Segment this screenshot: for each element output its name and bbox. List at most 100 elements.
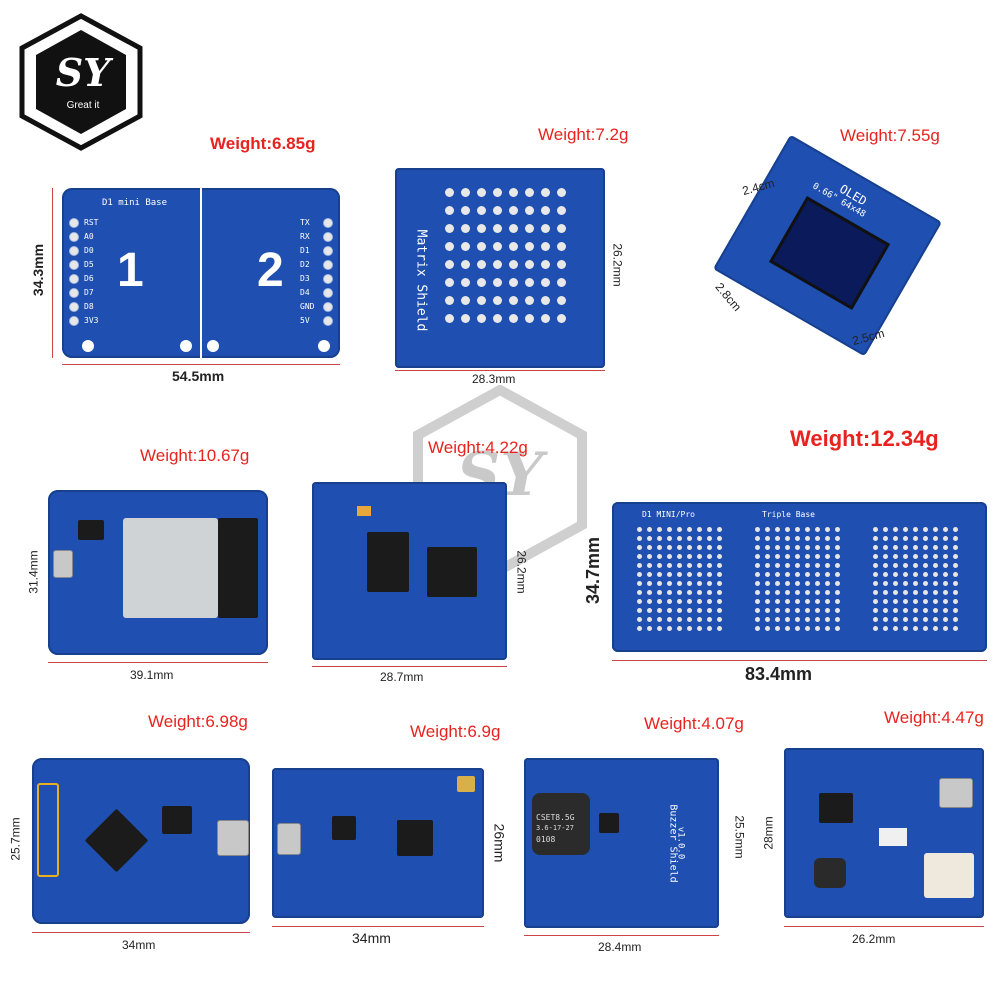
proto-hole — [943, 527, 948, 532]
proto-hole — [805, 572, 810, 577]
proto-hole — [717, 536, 722, 541]
dimension-width-d1pro: 34mm — [122, 938, 156, 952]
matrix-led — [445, 188, 454, 197]
matrix-led — [461, 278, 470, 287]
matrix-led — [477, 314, 486, 323]
proto-hole — [893, 545, 898, 550]
proto-hole — [765, 599, 770, 604]
buzzer-part-number-3: 0108 — [536, 835, 556, 844]
matrix-led — [445, 242, 454, 251]
proto-hole — [835, 599, 840, 604]
proto-hole — [667, 527, 672, 532]
proto-hole — [647, 608, 652, 613]
proto-hole — [765, 572, 770, 577]
dimension-width-matrix: 28.3mm — [472, 372, 516, 386]
proto-hole — [657, 554, 662, 559]
pin-pad — [324, 303, 332, 311]
proto-hole — [953, 617, 958, 622]
proto-hole — [755, 563, 760, 568]
matrix-led — [525, 314, 534, 323]
proto-hole — [815, 545, 820, 550]
proto-hole — [893, 626, 898, 631]
matrix-led — [557, 260, 566, 269]
pin-pad — [324, 261, 332, 269]
proto-hole — [657, 572, 662, 577]
proto-hole — [883, 563, 888, 568]
matrix-led — [509, 296, 518, 305]
matrix-led — [477, 188, 486, 197]
matrix-led — [461, 296, 470, 305]
matrix-led — [525, 206, 534, 215]
proto-hole — [913, 527, 918, 532]
proto-hole — [795, 608, 800, 613]
proto-hole — [795, 581, 800, 586]
proto-hole — [667, 581, 672, 586]
proto-hole — [667, 617, 672, 622]
proto-hole — [785, 581, 790, 586]
proto-hole — [835, 572, 840, 577]
proto-hole — [815, 617, 820, 622]
proto-hole — [717, 545, 722, 550]
proto-hole — [873, 545, 878, 550]
proto-hole — [667, 554, 672, 559]
proto-hole — [717, 554, 722, 559]
proto-hole — [755, 527, 760, 532]
proto-hole — [765, 563, 770, 568]
proto-hole — [677, 626, 682, 631]
pin-pad — [324, 289, 332, 297]
brand-logo: SY Great it — [16, 12, 146, 152]
matrix-led — [541, 188, 550, 197]
proto-hole — [795, 545, 800, 550]
proto-hole — [707, 581, 712, 586]
proto-hole — [923, 626, 928, 631]
pin-label: RX — [300, 232, 310, 241]
proto-hole — [637, 617, 642, 622]
matrix-led — [493, 296, 502, 305]
proto-hole — [755, 617, 760, 622]
dimension-height-triple: 34.7mm — [583, 536, 604, 605]
triple-title-1: D1 MINI/Pro — [642, 510, 695, 519]
proto-hole — [873, 536, 878, 541]
proto-hole — [657, 590, 662, 595]
triple-title-2: Triple Base — [762, 510, 815, 519]
proto-hole — [943, 608, 948, 613]
proto-hole — [825, 599, 830, 604]
matrix-led — [525, 224, 534, 233]
proto-hole — [873, 527, 878, 532]
proto-hole — [873, 599, 878, 604]
proto-hole — [893, 581, 898, 586]
proto-hole — [657, 545, 662, 550]
proto-hole — [913, 563, 918, 568]
matrix-led — [557, 296, 566, 305]
proto-hole — [953, 563, 958, 568]
proto-hole — [687, 563, 692, 568]
matrix-led — [509, 278, 518, 287]
weight-label-matrix: Weight:7.2g — [538, 125, 629, 144]
weight-label-buzzer: Weight:4.07g — [644, 714, 744, 733]
matrix-led — [509, 206, 518, 215]
matrix-led — [461, 260, 470, 269]
proto-hole — [687, 626, 692, 631]
proto-hole — [647, 545, 652, 550]
proto-hole — [883, 626, 888, 631]
proto-hole — [765, 545, 770, 550]
proto-hole — [765, 626, 770, 631]
pin-label: D0 — [84, 246, 94, 255]
proto-hole — [873, 563, 878, 568]
matrix-led — [493, 242, 502, 251]
matrix-led — [477, 224, 486, 233]
proto-hole — [687, 554, 692, 559]
matrix-led — [541, 224, 550, 233]
proto-hole — [707, 572, 712, 577]
proto-hole — [883, 581, 888, 586]
proto-hole — [933, 572, 938, 577]
proto-hole — [883, 599, 888, 604]
proto-hole — [775, 536, 780, 541]
proto-hole — [923, 536, 928, 541]
matrix-led — [509, 188, 518, 197]
buzzer-part-number-2: 3.6-17-27 — [536, 824, 574, 832]
proto-hole — [873, 608, 878, 613]
pin-label: TX — [300, 218, 310, 227]
pin-pad — [324, 275, 332, 283]
proto-hole — [913, 572, 918, 577]
